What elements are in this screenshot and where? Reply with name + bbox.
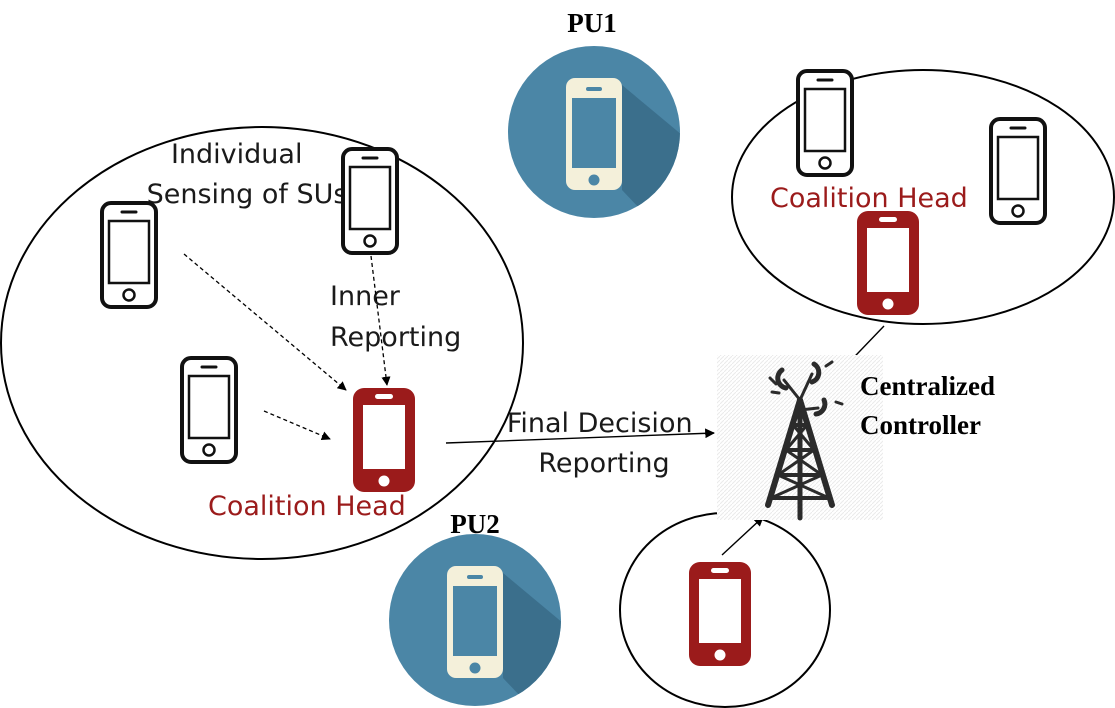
primary-user-2-icon [389,534,561,706]
coalition-head-phone-icon [857,211,919,315]
secondary-user-phone-icon [989,117,1047,225]
inner-report-arrow [370,255,391,386]
inner-report-arrow [263,410,331,440]
centralized-controller-label: Centralized Controller [860,371,1002,440]
cell-tower-icon [765,360,844,521]
coalition-report-arrow [721,516,764,556]
coalition-head-label-left: Coalition Head [208,491,406,522]
secondary-user-phone-icon [796,69,854,177]
inner-reporting-label: Inner Reporting [330,281,461,353]
inner-report-arrow [183,253,347,391]
pu1-label: PU1 [567,8,617,38]
right-coalition-boundary [731,69,1115,325]
primary-user-1-icon [508,46,680,218]
individual-sensing-label: Individual Sensing of SUs [147,139,348,210]
final-decision-arrow [445,428,715,444]
coalition-head-phone-icon [353,388,415,492]
secondary-user-phone-icon [100,201,158,309]
coalition-head-phone-icon [689,562,751,666]
left-coalition-boundary [0,126,524,560]
final-decision-reporting-label: Final Decision Reporting [507,408,701,479]
secondary-user-phone-icon [341,147,399,255]
secondary-user-phone-icon [180,356,238,464]
coalition-head-label-right: Coalition Head [770,183,968,214]
